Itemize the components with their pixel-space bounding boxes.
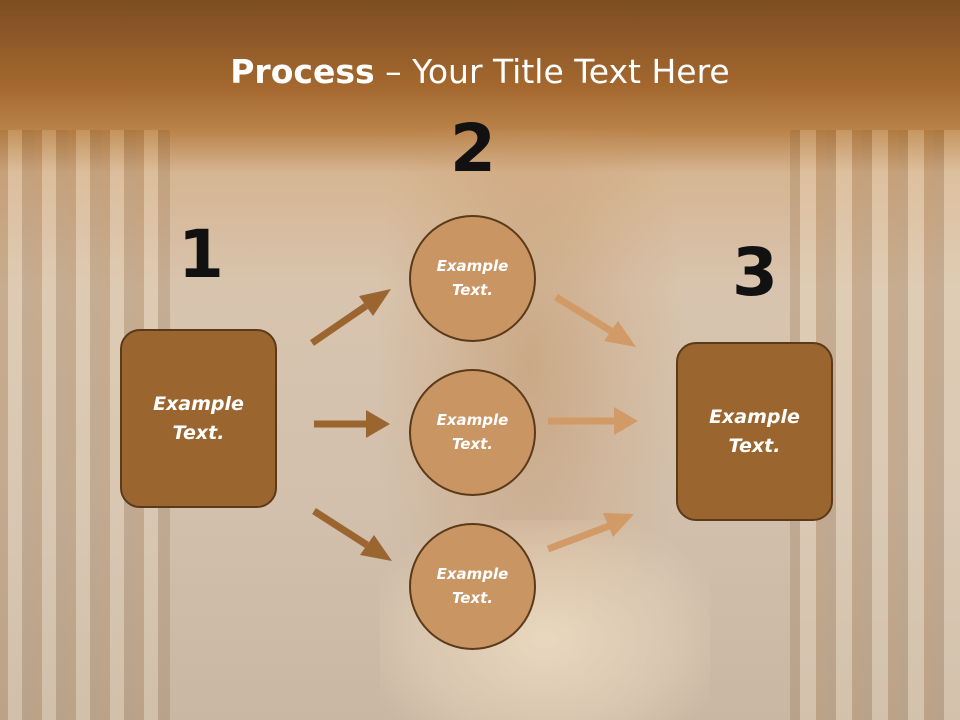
arrow-circle1-to-box3	[554, 294, 636, 347]
step-number-3: 3	[732, 234, 778, 311]
arrow-circle2-to-box3	[548, 407, 638, 435]
step-number-1: 1	[178, 216, 224, 293]
arrow-box1-to-circle2	[314, 410, 390, 438]
arrow-circle3-to-box3	[546, 513, 634, 553]
title-rest: – Your Title Text Here	[374, 52, 730, 91]
step-number-2: 2	[450, 110, 496, 187]
step3-text-line1: Example	[709, 406, 800, 428]
circle-1-line2: Text.	[451, 280, 493, 299]
circle-1-line1: Example	[436, 257, 509, 276]
arrow-box1-to-circle3	[312, 508, 392, 561]
circle-3-line1: Example	[436, 565, 509, 584]
slide-title: Process – Your Title Text Here	[0, 52, 960, 91]
step1-text-line2: Text.	[172, 421, 225, 444]
title-bold: Process	[230, 52, 375, 91]
circle-2-line2: Text.	[451, 434, 493, 453]
arrow-box1-to-circle1	[310, 289, 391, 346]
circle-2-line1: Example	[436, 411, 509, 430]
step3-text-line2: Text.	[728, 434, 781, 457]
step1-text-line1: Example	[153, 393, 244, 415]
circle-3-line2: Text.	[451, 588, 493, 607]
